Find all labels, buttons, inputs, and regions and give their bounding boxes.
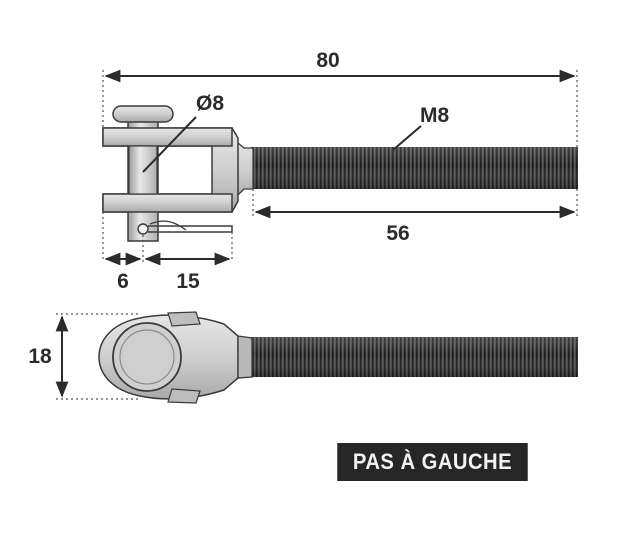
dim-thread-size: M8 <box>392 104 449 151</box>
dim-fork-width-label: 18 <box>28 345 52 368</box>
top-view <box>102 105 578 242</box>
dim-pin-diameter: Ø8 <box>142 92 224 173</box>
pin-end-side <box>112 322 182 392</box>
left-hand-thread-badge: PAS À GAUCHE <box>337 443 528 481</box>
dim-pin-diameter-label: Ø8 <box>196 92 224 115</box>
pin-head <box>112 105 174 123</box>
dim-thread-length-label: 56 <box>386 222 409 245</box>
dim-fork-width: 18 <box>28 313 140 400</box>
dim-pin-offset: 6 <box>102 212 144 293</box>
dim-thread-length: 56 <box>252 189 578 245</box>
dim-thread-size-label: M8 <box>420 104 449 127</box>
dim-pin-offset-label: 6 <box>117 270 129 293</box>
dim-overall-length: 80 <box>102 49 578 147</box>
dim-fork-depth-label: 15 <box>176 270 200 293</box>
side-view <box>98 311 578 404</box>
dim-overall-length-label: 80 <box>316 49 339 72</box>
spring-clip <box>148 225 233 233</box>
dim-fork-depth: 15 <box>144 232 233 293</box>
pin-hole <box>137 223 149 235</box>
fork-neck-side <box>237 335 253 379</box>
